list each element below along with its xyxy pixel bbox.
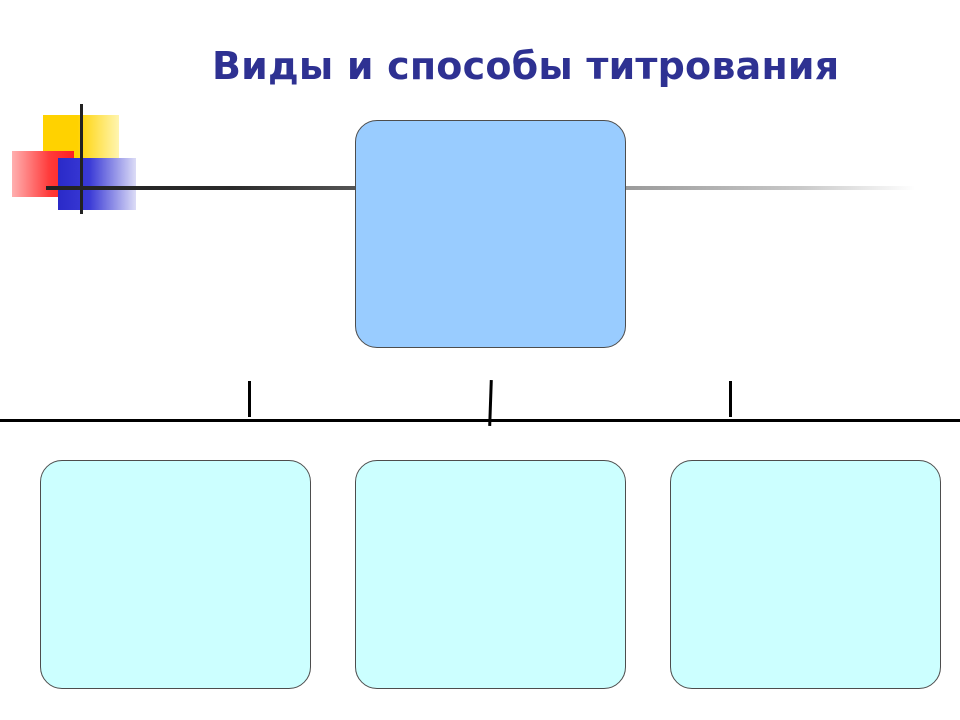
connector-tick-left <box>248 381 251 417</box>
decor-vertical-line <box>80 104 83 214</box>
header-rule-left <box>46 186 356 190</box>
slide-title: Виды и способы титрования <box>212 44 840 88</box>
header-rule-right <box>625 186 915 190</box>
bottom-box-center <box>355 460 626 689</box>
connector-tick-right <box>729 381 732 417</box>
bottom-box-left <box>40 460 311 689</box>
connector-line <box>0 419 960 422</box>
bottom-box-right <box>670 460 941 689</box>
top-box <box>355 120 626 348</box>
decor-blue-square <box>58 158 136 210</box>
